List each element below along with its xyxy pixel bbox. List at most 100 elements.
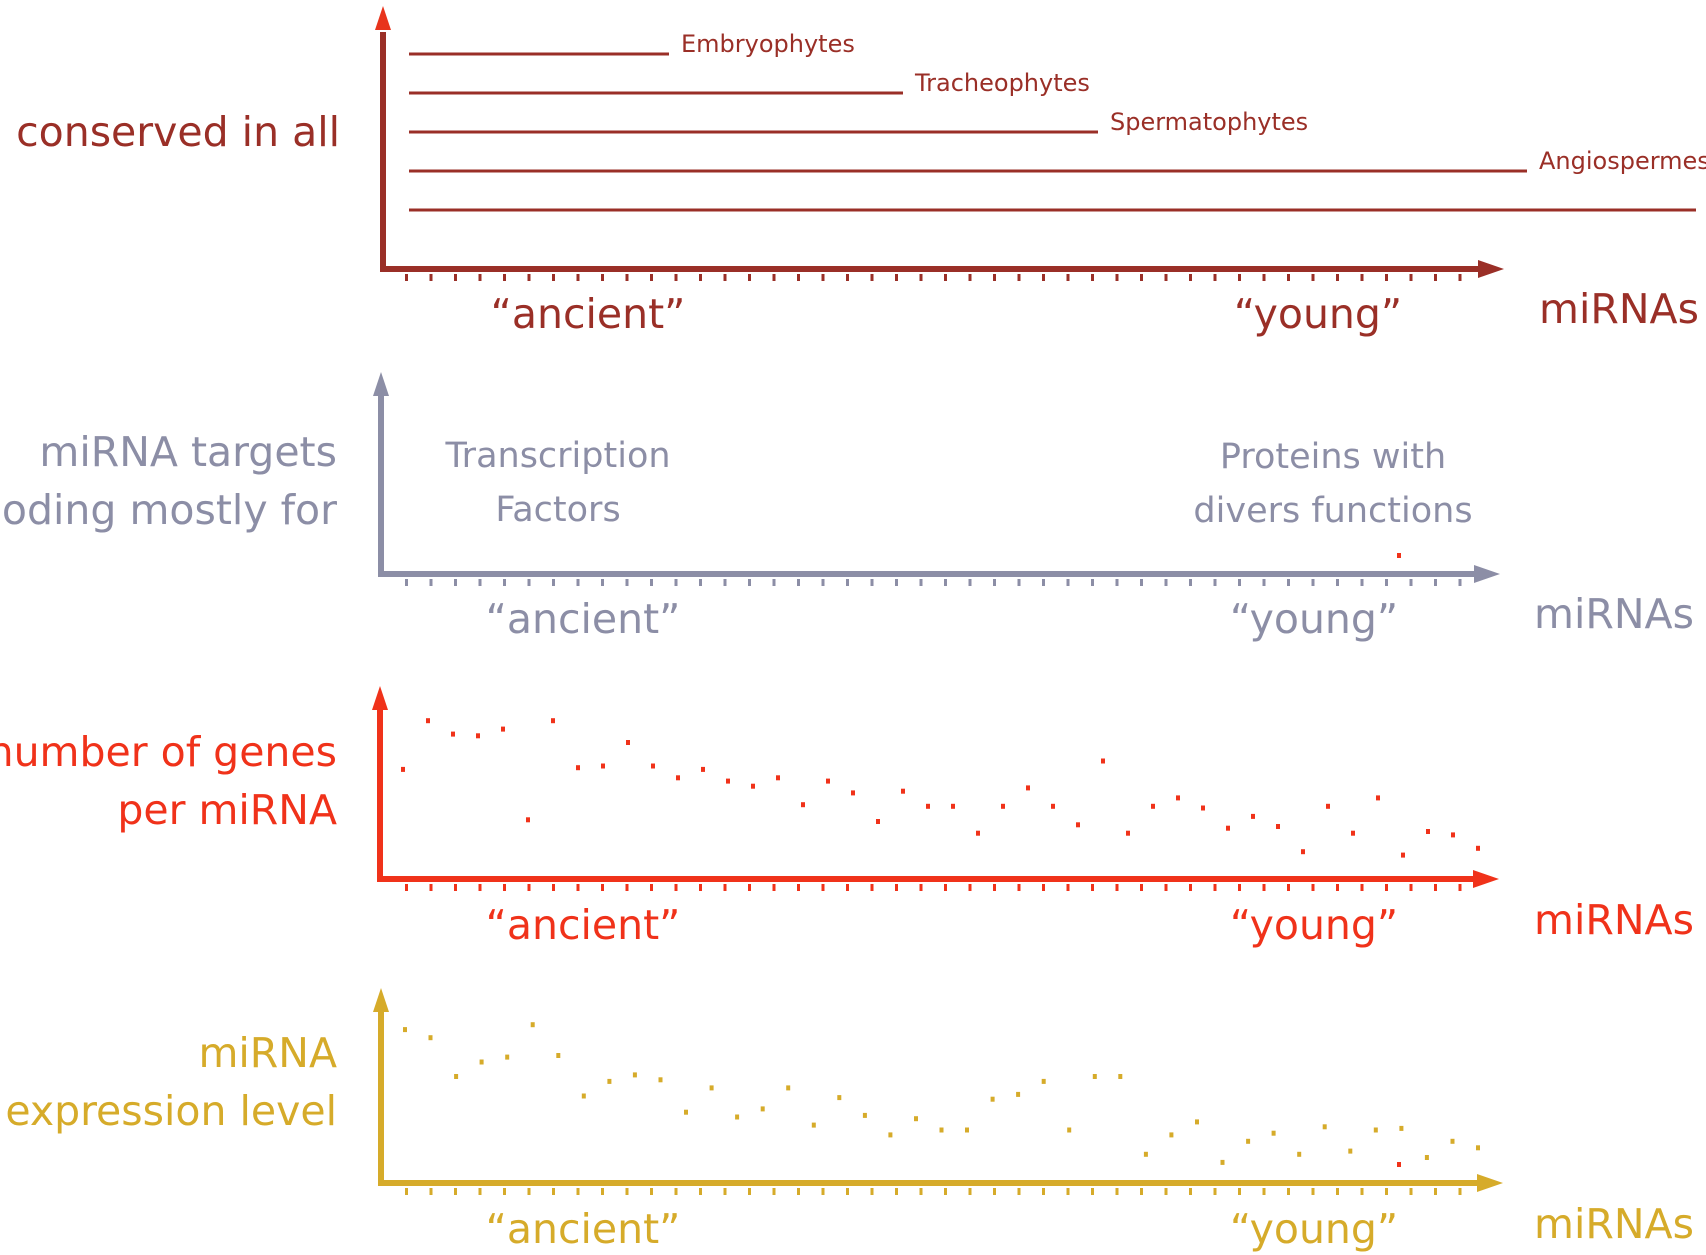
panel4-ticks	[405, 1188, 1462, 1195]
x-axis-tick	[846, 274, 849, 281]
x-axis-tick	[1017, 274, 1021, 281]
x-axis-tick	[1360, 1188, 1364, 1195]
x-axis-tick	[895, 274, 898, 281]
x-axis-tick	[650, 274, 653, 281]
data-point	[1451, 832, 1455, 838]
panel3-points	[401, 718, 1480, 858]
x-axis-tick	[723, 884, 727, 891]
data-point	[751, 783, 755, 789]
data-point	[530, 1022, 535, 1028]
panel2-ylabel-line2: coding mostly for	[0, 486, 337, 534]
x-axis-tick	[1115, 1188, 1119, 1195]
data-point	[837, 1095, 842, 1101]
x-axis-tick	[674, 274, 678, 281]
x-axis-tick	[625, 1188, 629, 1195]
x-axis-tick	[1091, 1188, 1094, 1195]
panel2-axis-label: miRNAs	[1534, 590, 1694, 638]
x-axis-tick	[1066, 884, 1070, 891]
data-point	[965, 1127, 969, 1133]
panel1-ylabel: conserved in all	[16, 108, 340, 156]
x-axis-tick	[576, 1188, 580, 1195]
x-axis-tick	[454, 1188, 457, 1195]
x-axis-tick	[821, 274, 825, 281]
x-axis-tick	[1238, 1188, 1241, 1195]
x-axis-tick	[1385, 579, 1388, 586]
data-point	[1348, 1148, 1353, 1154]
panel-genes-per-mirna: number of genes per miRNA “ancient” “you…	[0, 686, 1694, 949]
data-point	[658, 1077, 663, 1083]
x-axis-tick	[1409, 274, 1413, 281]
x-axis-tick	[576, 274, 580, 281]
x-axis-tick	[650, 884, 653, 891]
data-point	[1016, 1091, 1021, 1097]
x-axis-tick	[699, 884, 702, 891]
panel3-ticks	[405, 884, 1462, 891]
x-axis-tick	[919, 274, 923, 281]
x-axis-tick	[1066, 579, 1070, 586]
x-axis-tick	[1042, 884, 1045, 891]
x-axis-tick	[821, 1188, 825, 1195]
x-axis-tick	[1091, 274, 1094, 281]
x-axis-tick	[993, 579, 996, 586]
x-axis-tick	[1336, 579, 1339, 586]
x-axis-tick	[699, 274, 702, 281]
x-axis-tick	[1164, 274, 1168, 281]
data-point	[479, 1059, 484, 1065]
panel4-y-axis-arrowhead	[373, 988, 389, 1012]
x-axis-tick	[1458, 579, 1462, 586]
x-axis-tick	[797, 884, 800, 891]
x-axis-tick	[944, 579, 947, 586]
x-axis-tick	[1091, 884, 1094, 891]
data-point	[876, 819, 880, 824]
data-point	[914, 1116, 918, 1122]
data-point	[709, 1085, 714, 1091]
clade-label: Embryophytes	[681, 30, 855, 58]
panel2-ticks	[405, 579, 1462, 586]
data-point	[801, 802, 805, 808]
x-axis-tick	[454, 579, 457, 586]
x-axis-tick	[1385, 1188, 1388, 1195]
data-point	[1271, 1130, 1276, 1136]
x-axis-tick	[1213, 1188, 1217, 1195]
data-point	[1424, 1155, 1429, 1160]
panel2-young-label: “young”	[1230, 595, 1398, 643]
x-axis-tick	[846, 884, 849, 891]
data-point	[551, 718, 555, 724]
data-point	[786, 1085, 791, 1091]
x-axis-tick	[944, 1188, 947, 1195]
clade-label: Angiospermes	[1539, 147, 1706, 175]
x-axis-tick	[895, 1188, 898, 1195]
x-axis-tick	[503, 1188, 506, 1195]
clade-label: Tracheophytes	[914, 69, 1090, 97]
panel3-axis-label: miRNAs	[1534, 896, 1694, 944]
x-axis-tick	[576, 579, 580, 586]
x-axis-tick	[748, 1188, 751, 1195]
x-axis-tick	[503, 884, 506, 891]
x-axis-tick	[1213, 274, 1217, 281]
x-axis-tick	[1385, 884, 1388, 891]
panel3-x-axis-arrowhead	[1473, 870, 1499, 888]
panel2-right-text-line2: divers functions	[1193, 491, 1472, 531]
x-axis-tick	[1238, 274, 1241, 281]
x-axis-tick	[1311, 579, 1315, 586]
x-axis-tick	[723, 1188, 727, 1195]
panel2-x-axis-arrowhead	[1474, 565, 1500, 583]
data-point	[476, 733, 480, 739]
x-axis-tick	[846, 1188, 849, 1195]
data-point	[426, 718, 430, 724]
x-axis-tick	[1336, 884, 1339, 891]
data-point	[1143, 1151, 1148, 1157]
panel1-y-axis-arrowhead	[375, 6, 391, 30]
panel4-ylabel-line2: expression level	[5, 1087, 337, 1135]
panel1-young-label: “young”	[1234, 290, 1402, 338]
data-point	[1201, 805, 1205, 811]
panel4-axis-label: miRNAs	[1534, 1200, 1694, 1248]
x-axis-tick	[1115, 579, 1119, 586]
data-point	[401, 766, 405, 772]
data-point	[990, 1096, 995, 1102]
x-axis-tick	[821, 884, 825, 891]
x-axis-tick	[1287, 274, 1290, 281]
x-axis-tick	[1262, 1188, 1266, 1195]
data-point	[1376, 795, 1380, 801]
data-point	[556, 1053, 561, 1058]
